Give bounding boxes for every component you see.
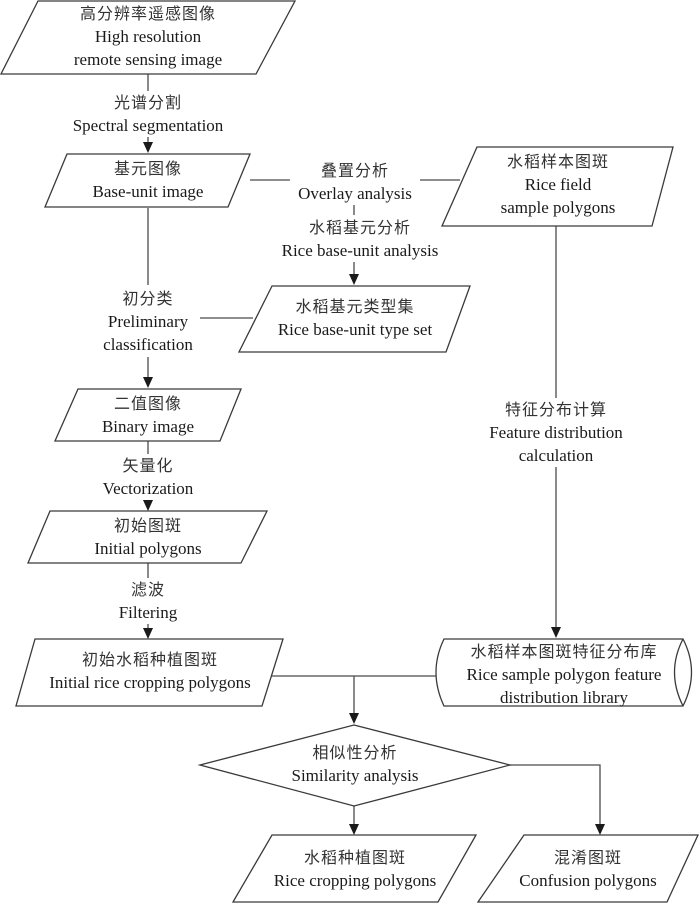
- node-label-en: High resolution: [94, 27, 202, 46]
- node-similarity-diamond: [197, 724, 513, 807]
- node-label-zh: 混淆图斑: [553, 848, 622, 867]
- edge-label-en: calculation: [518, 446, 594, 465]
- edge-label-zh: 特征分布计算: [504, 400, 607, 419]
- edge-label-spectral: 光谱分割 Spectral segmentation: [70, 91, 226, 137]
- arrowhead: [551, 627, 561, 638]
- node-label-zh: 水稻样本图斑特征分布库: [470, 642, 658, 661]
- node-similarity: 相似性分析 Similarity analysis: [291, 741, 418, 787]
- node-confusion-polygons-shape: [476, 834, 700, 903]
- node-initial-rice-polygons-shape: [15, 638, 284, 707]
- node-label-en: remote sensing image: [73, 50, 223, 69]
- edge-label-zh: 初分类: [122, 289, 174, 308]
- node-label-en: Similarity analysis: [291, 766, 419, 785]
- node-label-zh: 基元图像: [113, 159, 183, 178]
- edge-label-feature-calc: 特征分布计算 Feature distribution calculation: [487, 398, 625, 467]
- node-label-zh: 高分辨率遥感图像: [79, 4, 216, 23]
- edge-label-en: Rice base-unit analysis: [281, 241, 439, 260]
- node-label-zh: 二值图像: [113, 394, 182, 413]
- node-rice-type-set: 水稻基元类型集 Rice base-unit type set: [278, 295, 432, 341]
- node-hr-image-shape: [0, 0, 297, 75]
- node-label-zh: 相似性分析: [312, 743, 398, 762]
- arrowhead: [143, 377, 153, 388]
- arrowhead: [143, 500, 153, 511]
- node-rice-type-set-shape: [237, 285, 471, 353]
- edge-label-overlay: 叠置分析 Overlay analysis: [296, 159, 414, 205]
- node-label-en: Confusion polygons: [519, 871, 657, 890]
- node-label-en: Rice base-unit type set: [277, 320, 433, 339]
- edge-label-en: Feature distribution: [489, 423, 623, 442]
- arrowhead: [349, 713, 359, 724]
- edge-label-vectorization: 矢量化 Vectorization: [100, 454, 196, 500]
- node-rice-samples: 水稻样本图斑 Rice field sample polygons: [501, 150, 616, 219]
- node-label-en: Initial polygons: [94, 539, 202, 558]
- node-binary-image: 二值图像 Binary image: [102, 392, 194, 438]
- arrowhead: [595, 824, 605, 835]
- edge-label-filtering: 滤波 Filtering: [116, 578, 180, 624]
- arrowhead: [143, 142, 153, 153]
- node-initial-polygons: 初始图斑 Initial polygons: [94, 514, 201, 560]
- arrowhead: [349, 824, 359, 835]
- node-binary-image-shape: [54, 388, 242, 442]
- node-initial-rice-polygons: 初始水稻种植图斑 Initial rice cropping polygons: [49, 648, 251, 694]
- node-label-en: Rice cropping polygons: [273, 871, 437, 890]
- node-label-zh: 初始图斑: [113, 516, 183, 535]
- arrowhead: [349, 274, 359, 285]
- edge-label-zh: 矢量化: [122, 456, 174, 475]
- edge-label-en: Overlay analysis: [298, 184, 412, 203]
- edge-label-en: Preliminary: [107, 312, 189, 331]
- edge-label-zh: 叠置分析: [320, 161, 389, 180]
- node-label-en: sample polygons: [500, 198, 616, 217]
- node-label-en: Base-unit image: [92, 182, 204, 201]
- node-base-unit-image: 基元图像 Base-unit image: [93, 157, 204, 203]
- node-initial-polygons-shape: [27, 510, 269, 564]
- edge-label-en: Vectorization: [102, 479, 194, 498]
- node-label-en: Rice sample polygon feature: [466, 665, 662, 684]
- node-label-en: distribution library: [500, 688, 628, 707]
- node-label-zh: 水稻样本图斑: [506, 152, 609, 171]
- node-feature-library-cap: [673, 638, 684, 707]
- node-rice-polygons: 水稻种植图斑 Rice cropping polygons: [274, 846, 436, 892]
- edge-similarity-to-confusion: [510, 764, 601, 826]
- node-label-zh: 初始水稻种植图斑: [81, 650, 218, 669]
- edge-label-zh: 滤波: [130, 580, 165, 599]
- node-base-unit-image-shape: [44, 153, 251, 208]
- edge-label-preliminary: 初分类 Preliminary classification: [101, 287, 195, 356]
- node-label-zh: 水稻基元类型集: [295, 297, 415, 316]
- node-rice-samples-shape: [441, 146, 674, 227]
- node-confusion-polygons: 混淆图斑 Confusion polygons: [519, 846, 656, 892]
- node-label-en: Rice field: [524, 175, 592, 194]
- node-label-zh: 水稻种植图斑: [303, 848, 407, 867]
- edge-label-zh: 光谱分割: [113, 93, 182, 112]
- edge-label-en: Spectral segmentation: [72, 116, 224, 135]
- edge-label-zh: 水稻基元分析: [308, 218, 411, 237]
- edge-label-en: classification: [103, 335, 193, 354]
- node-rice-polygons-shape: [231, 834, 478, 903]
- node-feature-library: 水稻样本图斑特征分布库 Rice sample polygon feature …: [467, 640, 662, 709]
- edge-label-en: Filtering: [118, 603, 178, 622]
- node-hr-image: 高分辨率遥感图像 High resolution remote sensing …: [74, 2, 222, 71]
- edge-label-rice-base-analysis: 水稻基元分析 Rice base-unit analysis: [279, 216, 441, 262]
- node-label-en: Binary image: [101, 417, 195, 436]
- arrowhead: [143, 628, 153, 639]
- node-label-en: Initial rice cropping polygons: [49, 673, 251, 692]
